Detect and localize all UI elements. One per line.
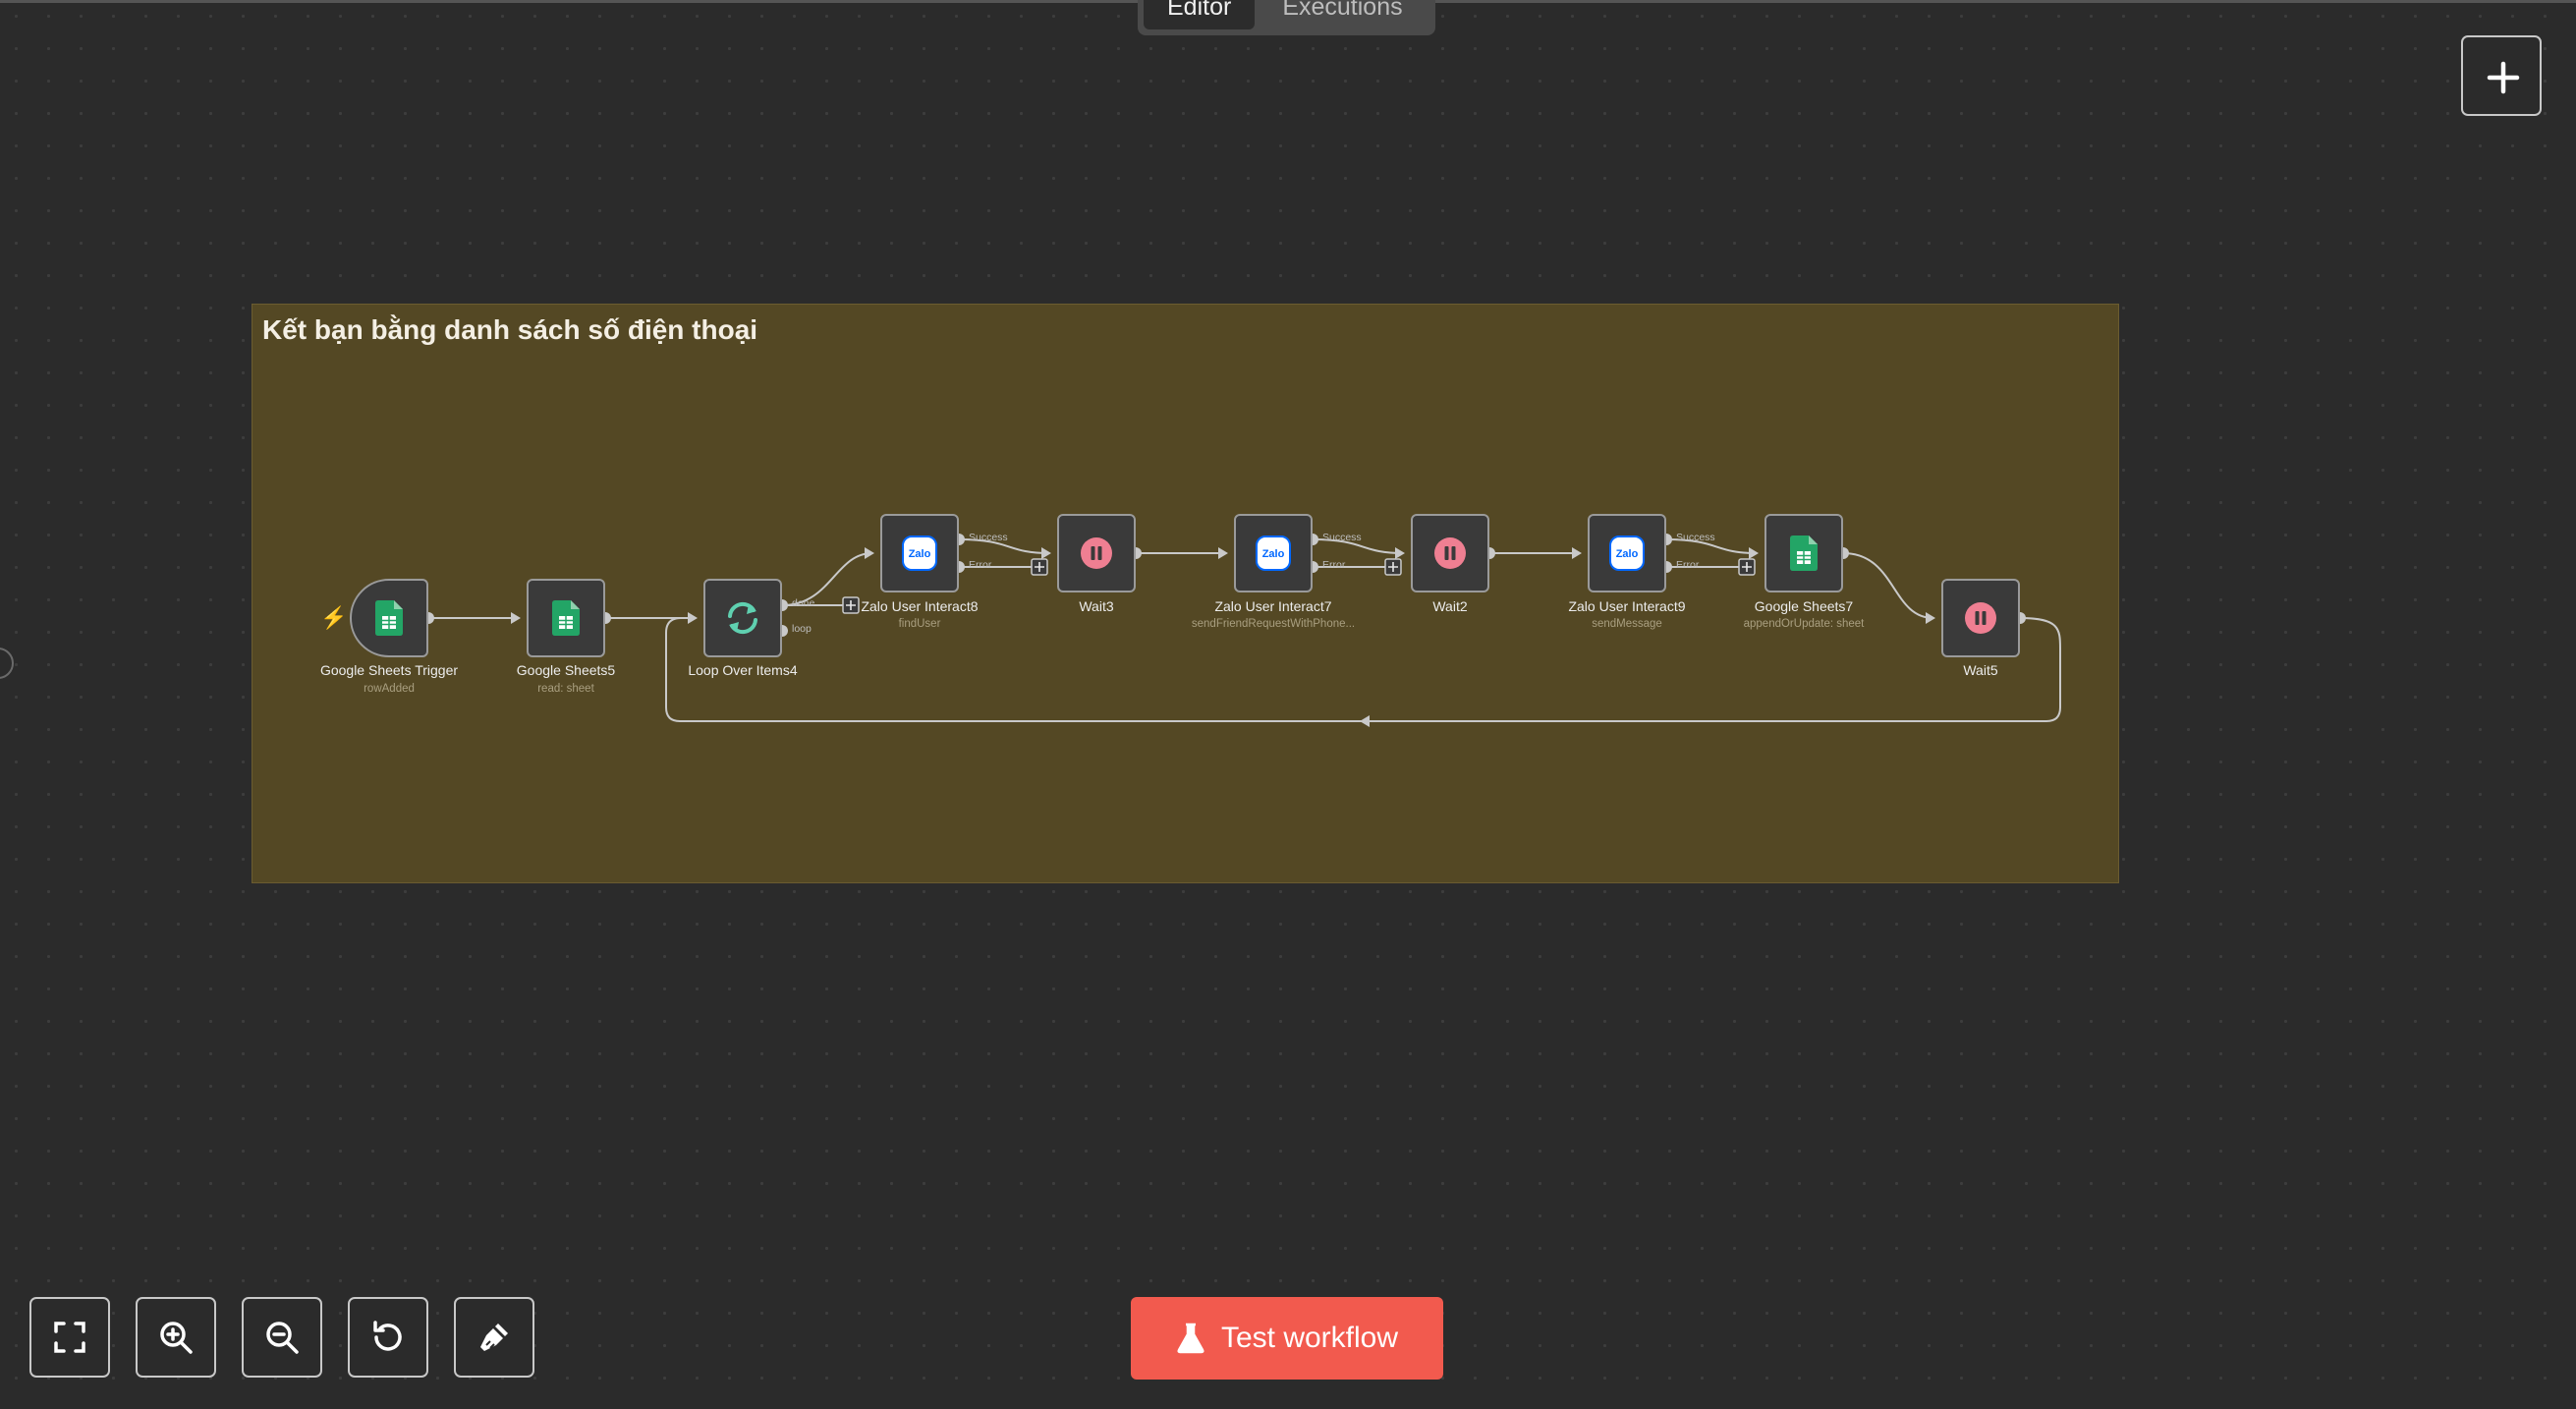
trigger-bolt-icon: ⚡: [320, 605, 348, 630]
zoom-out-icon: [266, 1322, 299, 1354]
flask-icon: [1177, 1323, 1204, 1354]
node-label: Zalo User Interact9: [1568, 598, 1686, 614]
zoom-to-fit-button[interactable]: [29, 1297, 110, 1378]
reset-zoom-button[interactable]: [348, 1297, 428, 1378]
undo-icon: [373, 1321, 402, 1351]
node-label: Loop Over Items4: [688, 662, 798, 678]
node-subtitle: sendFriendRequestWithPhone...: [1191, 618, 1356, 630]
connection-sheets7-wait5: [1842, 552, 1934, 619]
google-sheets-icon: [552, 600, 580, 636]
zalo-icon: Zalo: [1256, 535, 1291, 571]
node-label: Google Sheets7: [1754, 598, 1854, 614]
node-loop-over-items4[interactable]: [703, 579, 782, 657]
svg-text:Zalo: Zalo: [909, 548, 931, 560]
tab-executions[interactable]: Executions: [1282, 0, 1403, 21]
add-node-button[interactable]: [2461, 35, 2542, 116]
loop-icon: [728, 601, 757, 635]
node-label: Wait5: [1963, 662, 1998, 678]
svg-text:Zalo: Zalo: [1262, 548, 1285, 560]
node-label: Wait3: [1079, 598, 1114, 614]
pause-icon: [1081, 537, 1112, 569]
port-label-success: Success: [1322, 532, 1362, 543]
node-label: Zalo User Interact7: [1214, 598, 1332, 614]
connection-wait5-loop-back: [665, 617, 2061, 722]
connection-zalo7-wait2: [1312, 538, 1404, 554]
expand-icon: [54, 1322, 85, 1353]
connection-zalo8-wait3: [958, 538, 1050, 554]
node-subtitle: findUser: [898, 618, 941, 630]
connection-loop-zalo8: [781, 552, 873, 606]
node-google-sheets5[interactable]: [527, 579, 605, 657]
node-subtitle: read: sheet: [537, 683, 594, 695]
google-sheets-icon: [375, 600, 403, 636]
node-wait5[interactable]: [1941, 579, 2020, 657]
port-label-loop: loop: [792, 623, 812, 635]
google-sheets-icon: [1790, 535, 1818, 571]
zalo-icon: Zalo: [902, 535, 937, 571]
tab-editor[interactable]: Editor: [1144, 0, 1256, 29]
zalo-icon: Zalo: [1609, 535, 1645, 571]
pause-icon: [1434, 537, 1466, 569]
node-google-sheets7[interactable]: [1764, 514, 1843, 592]
broom-icon: [480, 1324, 508, 1351]
node-subtitle: sendMessage: [1592, 618, 1662, 630]
pause-icon: [1965, 602, 1996, 634]
node-subtitle: rowAdded: [364, 683, 415, 695]
zoom-in-icon: [160, 1322, 193, 1354]
plus-icon: [2487, 61, 2520, 94]
node-zalo-user-interact7[interactable]: Zalo: [1234, 514, 1313, 592]
node-label: Wait2: [1432, 598, 1468, 614]
node-wait3[interactable]: [1057, 514, 1136, 592]
node-google-sheets-trigger[interactable]: [350, 579, 428, 657]
sticky-note-title: Kết bạn bằng danh sách số điện thoại: [262, 314, 758, 345]
view-tabs: Editor Executions: [1138, 0, 1435, 35]
node-subtitle: appendOrUpdate: sheet: [1743, 618, 1865, 630]
node-wait2[interactable]: [1411, 514, 1489, 592]
test-workflow-button[interactable]: Test workflow: [1131, 1297, 1443, 1380]
zoom-in-button[interactable]: [136, 1297, 216, 1378]
port-label-error: Error: [1676, 559, 1700, 571]
node-label: Zalo User Interact8: [861, 598, 979, 614]
connection-zalo9-sheets7: [1665, 538, 1758, 554]
node-zalo-user-interact8[interactable]: Zalo: [880, 514, 959, 592]
node-label: Google Sheets5: [516, 662, 616, 678]
tidy-up-button[interactable]: [454, 1297, 534, 1378]
port-label-done: done: [792, 597, 815, 609]
svg-text:Zalo: Zalo: [1616, 548, 1639, 560]
port-label-error: Error: [1322, 559, 1346, 571]
port-label-success: Success: [969, 532, 1008, 543]
zoom-out-button[interactable]: [242, 1297, 322, 1378]
test-workflow-label: Test workflow: [1220, 1322, 1399, 1354]
port-label-success: Success: [1676, 532, 1715, 543]
node-zalo-user-interact9[interactable]: Zalo: [1588, 514, 1666, 592]
node-label: Google Sheets Trigger: [319, 662, 459, 678]
port-label-error: Error: [969, 559, 992, 571]
